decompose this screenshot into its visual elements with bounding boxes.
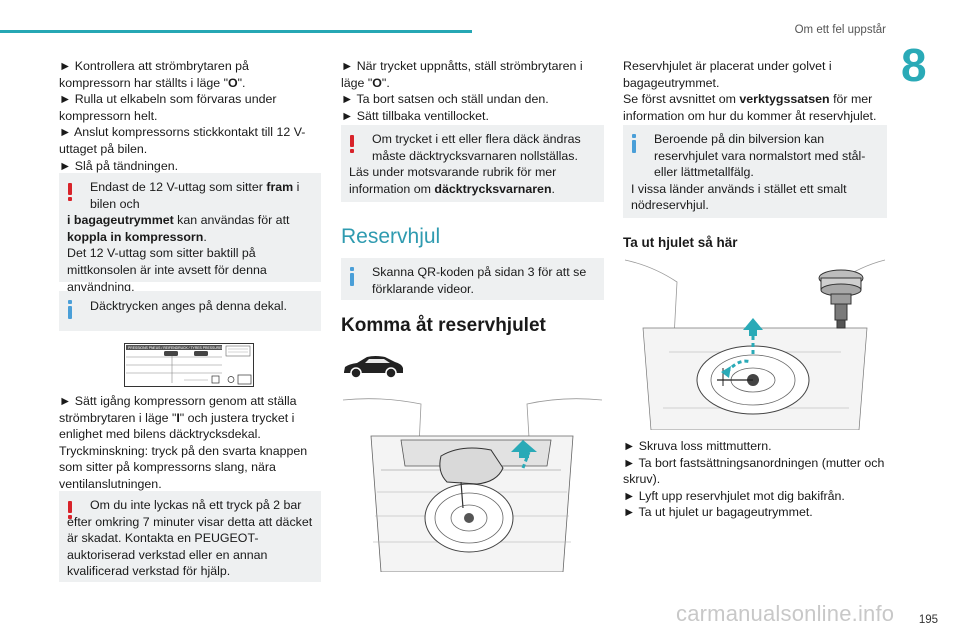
heading-ta-ut-hjulet: Ta ut hjulet så här [623, 235, 738, 250]
section-title: Om ett fel uppstår [794, 24, 886, 36]
warning-icon [350, 135, 355, 153]
warning-box-pressure: Om du inte lyckas nå ett tryck på 2 bar … [59, 491, 321, 582]
tyre-pressure-decal-image: PRESSIONS PNEUS / REIFENDRUCK / TYRES PR… [124, 343, 254, 387]
heading-komma-at-reservhjulet: Komma åt reservhjulet [341, 315, 546, 336]
info-icon [350, 267, 355, 287]
info-box-decal: Däcktrycken anges på denna dekal. [59, 291, 321, 331]
info-icon [68, 300, 73, 320]
steps-finish: ► När trycket uppnåtts, ställ strömbryta… [341, 59, 583, 123]
warning-box-12v: Endast de 12 V-uttag som sitter fram i b… [59, 173, 321, 294]
info-box-qr: Skanna QR-koden på sidan 3 för att se fö… [341, 258, 604, 300]
heading-reservhjul: Reservhjul [341, 225, 441, 248]
info-box-wheel-version: Beroende på din bilversion kan reservhju… [623, 125, 887, 218]
car-silhouette-icon [344, 356, 403, 379]
chapter-number: 8 [901, 39, 927, 91]
info-icon [632, 134, 637, 154]
warning-icon [68, 501, 73, 519]
steps-compressor-setup: ► Kontrollera att strömbrytaren på kompr… [59, 59, 306, 173]
header-accent-bar [0, 30, 472, 33]
trunk-floor-lift-illustration [342, 398, 603, 572]
decal-header-text: PRESSIONS PNEUS / REIFENDRUCK / TYRES PR… [128, 346, 224, 350]
wing-nut-detail [818, 269, 864, 329]
steps-start-compressor: ► Sätt igång kompressorn genom att ställ… [59, 394, 308, 491]
watermark: carmanualsonline.info [676, 601, 895, 626]
warning-icon [68, 183, 73, 201]
steps-remove-wheel: ► Skruva loss mittmuttern. ► Ta bort fas… [623, 439, 885, 520]
spare-wheel-removal-illustration [624, 259, 886, 430]
intro-text: Reservhjulet är placerat under golvet i … [623, 59, 877, 123]
warning-box-tpms: Om trycket i ett eller flera däck ändras… [341, 125, 604, 202]
page-number: 195 [918, 614, 938, 626]
